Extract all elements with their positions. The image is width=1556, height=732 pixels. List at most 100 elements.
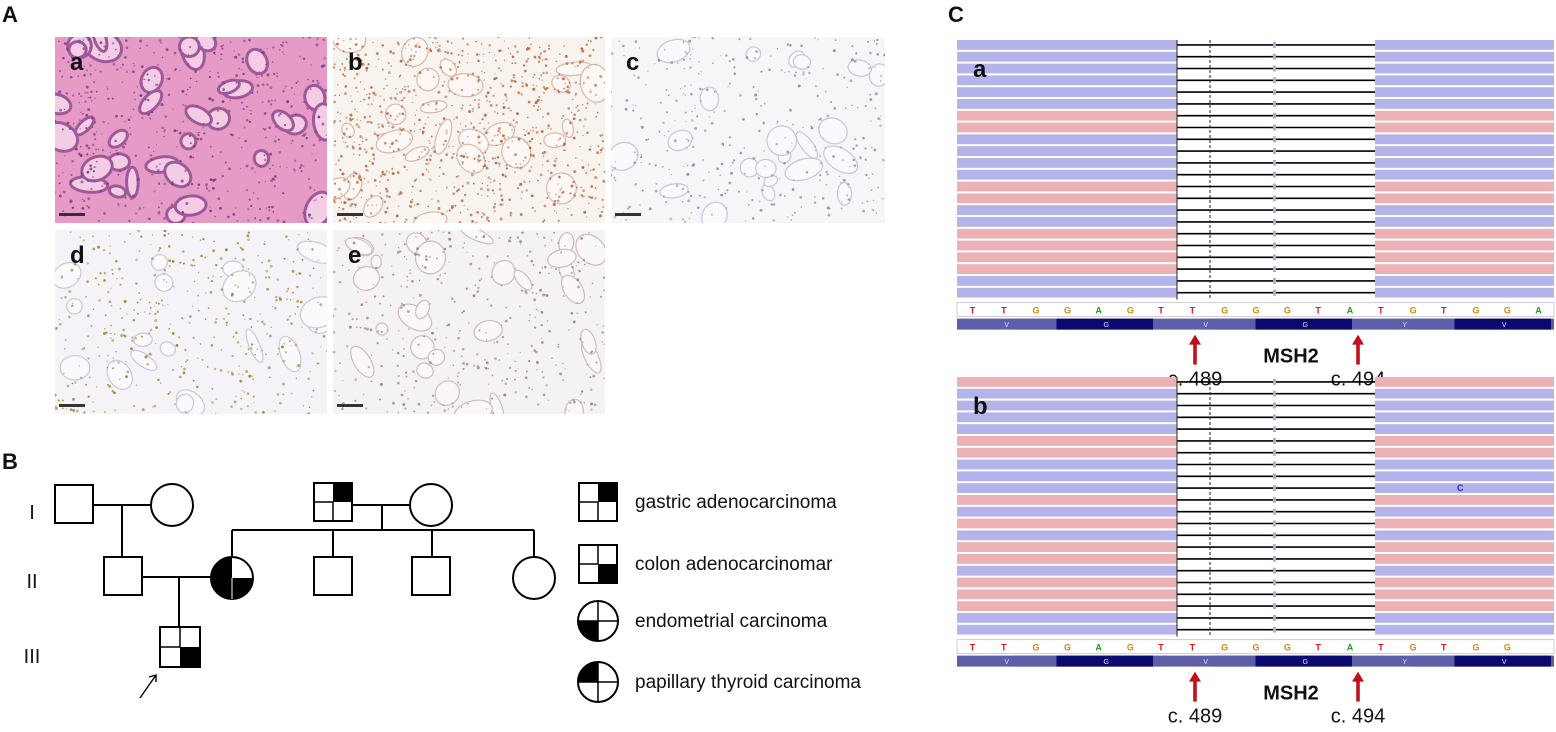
insertion-marker — [1273, 591, 1276, 598]
read-segment-right — [1375, 613, 1554, 623]
read-segment-left — [957, 624, 1177, 635]
reference-base: G — [1064, 643, 1071, 653]
insertion-marker — [1273, 390, 1276, 397]
scale-bar — [615, 213, 641, 216]
read-segment-right — [1375, 158, 1554, 168]
generation-label-2: II — [26, 571, 37, 593]
read-segment-right — [1375, 589, 1554, 600]
insertion-marker — [1273, 77, 1276, 84]
legend-label-thyroid: papillary thyroid carcinoma — [635, 672, 861, 693]
read-segment-right — [1375, 169, 1554, 180]
read-segment-left — [957, 146, 1177, 156]
generation-label-1: I — [29, 502, 35, 524]
amino-acid-label: V — [1502, 659, 1507, 666]
read-segment-left — [957, 205, 1177, 215]
position-label: c. 494 — [1331, 706, 1385, 728]
position-label: c. 489 — [1168, 369, 1222, 391]
reference-base: T — [1441, 643, 1447, 653]
read-segment-left — [957, 506, 1177, 517]
amino-acid-label: V — [1203, 322, 1208, 329]
reference-base: G — [1284, 643, 1291, 653]
read-segment-left — [957, 252, 1177, 263]
position-label: c. 494 — [1331, 369, 1385, 391]
amino-acid-label: V — [1004, 322, 1009, 329]
reference-base: A — [1347, 306, 1354, 316]
read-segment-right — [1375, 624, 1554, 635]
read-segment-left — [957, 99, 1177, 109]
read-segment-left — [957, 530, 1177, 541]
read-segment-right — [1375, 240, 1554, 251]
reference-base: G — [1472, 306, 1479, 316]
read-segment-right — [1375, 193, 1554, 204]
micrograph-c: c — [611, 37, 885, 223]
reference-base: G — [1064, 306, 1071, 316]
read-segment-right — [1375, 554, 1554, 564]
reference-base: G — [1253, 643, 1260, 653]
insertion-marker — [1273, 508, 1276, 515]
read-segment-right — [1375, 400, 1554, 411]
micrograph-label: d — [70, 242, 85, 269]
insertion-marker — [1273, 520, 1276, 527]
read-segment-right — [1375, 577, 1554, 588]
read-segment-right — [1375, 75, 1554, 86]
insertion-marker — [1273, 230, 1276, 237]
reference-base: T — [970, 306, 976, 316]
read-segment-left — [957, 63, 1177, 74]
legend-symbol-colon — [578, 544, 618, 584]
amino-acid-label: V — [1004, 659, 1009, 666]
reference-base: A — [1535, 306, 1542, 316]
insertion-marker — [1273, 195, 1276, 202]
reference-base: G — [1410, 643, 1417, 653]
read-segment-right — [1375, 377, 1554, 387]
reference-base: G — [1033, 306, 1040, 316]
micrograph-label: b — [348, 49, 363, 76]
micrograph-b: b — [333, 37, 605, 223]
reference-base: T — [1001, 643, 1007, 653]
read-segment-left — [957, 424, 1177, 434]
pedigree-male-iii1-proband — [159, 626, 201, 668]
legend-label-gastric: gastric adenocarcinoma — [635, 492, 837, 513]
reference-base: T — [1158, 306, 1164, 316]
read-segment-right — [1375, 264, 1554, 274]
read-segment-right — [1375, 542, 1554, 552]
legend-symbol-endometrial — [577, 600, 619, 642]
insertion-marker — [1273, 615, 1276, 621]
insertion-marker — [1273, 254, 1276, 261]
read-segment-left — [957, 75, 1177, 86]
reference-base: A — [1095, 643, 1102, 653]
reference-base: G — [1127, 306, 1134, 316]
amino-acid-label: V — [1203, 659, 1208, 666]
read-segment-left — [957, 471, 1177, 482]
amino-acid-segment — [1255, 318, 1352, 330]
read-segment-left — [957, 158, 1177, 168]
reference-sequence-bar — [956, 639, 1555, 655]
read-segment-left — [957, 377, 1177, 387]
reference-base: T — [970, 643, 976, 653]
pedigree-female-ii2-affected — [210, 556, 254, 600]
read-segment-left — [957, 193, 1177, 204]
read-segment-right — [1375, 276, 1554, 286]
insertion-marker — [1273, 461, 1276, 468]
read-segment-left — [957, 447, 1177, 458]
read-segment-left — [957, 554, 1177, 564]
read-segment-left — [957, 459, 1177, 470]
legend-symbol-thyroid — [577, 661, 619, 703]
track-label: a — [973, 56, 987, 83]
gene-label: MSH2 — [1263, 346, 1319, 368]
read-segment-left — [957, 134, 1177, 145]
read-segment-left — [957, 400, 1177, 411]
read-segment-right — [1375, 412, 1554, 423]
pedigree-male-ii4 — [411, 556, 451, 596]
proband-arrow — [139, 674, 157, 699]
panel-label-c: C — [948, 2, 964, 27]
pedigree-chart: I II III — [24, 482, 861, 703]
position-label: c. 489 — [1168, 706, 1222, 728]
reference-base: G — [1472, 643, 1479, 653]
read-segment-right — [1375, 51, 1554, 62]
reference-base: A — [1347, 643, 1354, 653]
scale-bar — [337, 404, 363, 407]
read-segment-right — [1375, 205, 1554, 215]
scale-bar — [337, 213, 363, 216]
mismatch-base: C — [1457, 483, 1464, 493]
read-segment-right — [1375, 436, 1554, 446]
